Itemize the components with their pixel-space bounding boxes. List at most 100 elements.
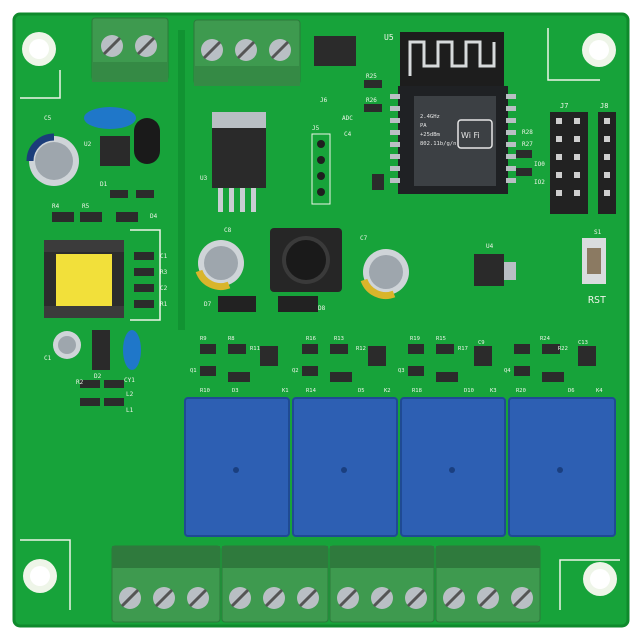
smd-components: [52, 36, 532, 406]
header-j7: [550, 112, 588, 214]
svg-text:ADC: ADC: [342, 115, 353, 122]
svg-text:D2: D2: [94, 373, 102, 380]
svg-text:D3: D3: [232, 388, 239, 394]
svg-text:U3: U3: [200, 175, 208, 182]
svg-text:R18: R18: [412, 388, 422, 394]
wifi-module: [390, 32, 516, 194]
svg-text:C1: C1: [44, 355, 52, 362]
svg-text:L2: L2: [126, 391, 134, 398]
top-terminal-2pin: [91, 17, 169, 82]
svg-text:R24: R24: [540, 336, 551, 342]
svg-text:D6: D6: [568, 388, 575, 394]
reset-button[interactable]: [582, 238, 606, 284]
svg-text:C7: C7: [360, 235, 368, 242]
ceramic-cap-blue: [84, 107, 136, 129]
svg-text:J6: J6: [320, 97, 328, 104]
svg-text:R8: R8: [228, 336, 235, 342]
svg-text:K1: K1: [282, 388, 289, 394]
svg-text:K3: K3: [490, 388, 497, 394]
svg-text:D4: D4: [150, 213, 158, 220]
svg-text:D8: D8: [318, 305, 326, 312]
svg-text:U4: U4: [486, 243, 494, 250]
svg-text:R5: R5: [82, 203, 90, 210]
wifi-shield-text: 2.4GHz PA +25dBm 802.11b/g/n Wi Fi: [420, 114, 480, 147]
svg-text:D1: D1: [100, 181, 108, 188]
svg-text:CY1: CY1: [124, 377, 135, 384]
diode-d7: [218, 296, 256, 312]
svg-text:Q1: Q1: [190, 368, 197, 374]
svg-text:R4: R4: [52, 203, 60, 210]
svg-text:C13: C13: [578, 340, 588, 346]
label-j7: J7: [560, 102, 568, 110]
relay-driver-area: [200, 344, 596, 382]
svg-text:C5: C5: [44, 115, 52, 122]
header-j8: [598, 112, 616, 214]
wifi-spec-1: 2.4GHz: [420, 114, 440, 120]
svg-text:S1: S1: [594, 229, 602, 236]
svg-text:K2: K2: [384, 388, 391, 394]
header-j5: [311, 133, 331, 205]
voltage-regulator: [212, 112, 266, 212]
svg-text:R15: R15: [436, 336, 446, 342]
svg-text:R10: R10: [200, 388, 210, 394]
svg-text:Q3: Q3: [398, 368, 405, 374]
svg-text:IO2: IO2: [534, 179, 545, 186]
wifi-spec-4: 802.11b/g/n: [420, 141, 456, 147]
svg-text:R26: R26: [366, 97, 377, 104]
silk-frame: [20, 28, 620, 610]
svg-text:Q4: Q4: [504, 368, 511, 374]
svg-text:R11: R11: [250, 346, 260, 352]
svg-text:R20: R20: [516, 388, 526, 394]
label-j8: J8: [600, 102, 608, 110]
y-capacitor: [123, 330, 141, 370]
wifi-badge: Wi Fi: [461, 131, 480, 140]
isolation-slot: [178, 30, 185, 330]
svg-text:D10: D10: [464, 388, 474, 394]
svg-text:K4: K4: [596, 388, 603, 394]
svg-text:C4: C4: [344, 131, 352, 138]
svg-text:C8: C8: [224, 227, 232, 234]
svg-text:R28: R28: [522, 129, 533, 136]
ic-u2: [100, 136, 130, 166]
svg-text:C1: C1: [160, 253, 168, 260]
svg-text:R13: R13: [334, 336, 344, 342]
wifi-spec-3: +25dBm: [420, 132, 441, 138]
svg-text:IO0: IO0: [534, 161, 545, 168]
svg-text:R19: R19: [410, 336, 420, 342]
electrolytic-capacitors: [26, 133, 409, 359]
svg-text:R9: R9: [200, 336, 207, 342]
svg-text:U2: U2: [84, 141, 92, 148]
svg-text:J5: J5: [312, 125, 320, 132]
svg-text:R16: R16: [306, 336, 316, 342]
label-u5: U5: [384, 33, 394, 42]
transformer: [44, 240, 124, 318]
top-terminal-3pin: [193, 19, 301, 86]
label-rst: RST: [588, 295, 606, 306]
svg-text:Q2: Q2: [292, 368, 299, 374]
designators-left: R4 R5 C1 R3 C2 R1 C1 D2 R2 L2 L1 CY1: [44, 203, 168, 414]
power-inductor: [270, 228, 342, 292]
svg-text:C2: C2: [160, 285, 168, 292]
silkscreen-labels: U5 RST J7 J8: [384, 33, 608, 306]
relays: [184, 397, 616, 537]
svg-text:R3: R3: [160, 269, 168, 276]
svg-text:R2: R2: [76, 379, 84, 386]
bottom-terminals: [111, 545, 541, 623]
diode-d8: [278, 296, 318, 312]
svg-text:D5: D5: [358, 388, 365, 394]
transistor-to92: [134, 118, 160, 164]
svg-text:L1: L1: [126, 407, 134, 414]
svg-text:R22: R22: [558, 346, 568, 352]
board-edge: [12, 12, 630, 628]
svg-text:R27: R27: [522, 141, 533, 148]
svg-text:D7: D7: [204, 301, 212, 308]
designators-relay: R9 R8 Q1 R10 R11 D3 R16 R13 Q2 R12 R14 D…: [190, 336, 603, 394]
svg-text:R14: R14: [306, 388, 317, 394]
diode-block: [92, 330, 110, 370]
svg-text:C9: C9: [478, 340, 485, 346]
mounting-holes: [22, 32, 617, 596]
svg-text:R25: R25: [366, 73, 377, 80]
svg-text:R12: R12: [356, 346, 366, 352]
